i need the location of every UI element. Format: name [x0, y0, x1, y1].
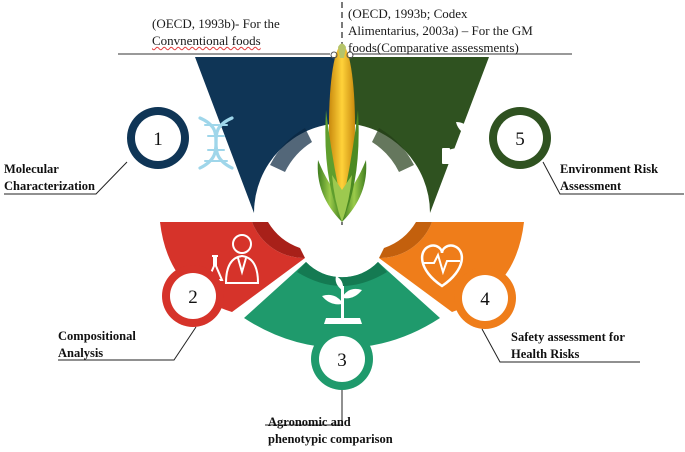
corn-cob-icon — [317, 43, 367, 222]
segment-2-shade — [252, 222, 305, 259]
leader-line-2 — [58, 326, 197, 361]
left-caption-line-1: (OECD, 1993b)- For the — [152, 16, 280, 31]
step-4-label: Safety assessment for Health Risks — [511, 329, 625, 363]
step-4-label-line-1: Safety assessment for — [511, 330, 625, 344]
segment-5 — [342, 57, 499, 213]
segment-3-shade — [297, 262, 387, 286]
segment-5-shade — [372, 128, 414, 172]
badge-4 — [454, 267, 516, 329]
step-4-label-line-2: Health Risks — [511, 347, 580, 361]
segment-1 — [195, 57, 342, 213]
segment-4-shade — [379, 222, 432, 259]
segment-5-shape — [342, 57, 489, 213]
step-2-label-line-2: Analysis — [58, 346, 104, 360]
right-caption: (OECD, 1993b; Codex Alimentarius, 2003a)… — [348, 5, 533, 56]
step-5-label-line-1: Environment Risk — [560, 162, 659, 176]
segment-1-shade — [270, 128, 312, 172]
segment-3 — [244, 262, 440, 348]
step-3-number: 3 — [337, 350, 347, 371]
badge-2 — [162, 265, 224, 327]
badge-1 — [127, 107, 189, 169]
right-caption-line-3: foods(Comparative assessments) — [348, 40, 519, 55]
step-1-label: Molecular Characterization — [4, 161, 95, 195]
right-caption-line-2: Alimentarius, 2003a) – For the GM — [348, 23, 533, 38]
leader-line-3 — [265, 390, 343, 426]
left-caption-line-2: Convnentional foods — [152, 33, 261, 48]
step-2-number: 2 — [188, 287, 198, 308]
badge-5 — [489, 107, 551, 169]
step-5-label-line-2: Assessment — [560, 179, 622, 193]
step-3-label: Agronomic and phenotypic comparison — [268, 414, 393, 448]
leader-line-5 — [542, 161, 684, 195]
right-caption-line-1: (OECD, 1993b; Codex — [348, 6, 468, 21]
step-3-label-line-2: phenotypic comparison — [268, 432, 393, 446]
step-4-number: 4 — [480, 289, 490, 310]
leader-line-1 — [4, 161, 128, 195]
step-2-label-line-1: Compositional — [58, 329, 136, 343]
step-1-label-line-1: Molecular — [4, 162, 59, 176]
step-5-number: 5 — [515, 129, 525, 150]
step-2-label: Compositional Analysis — [58, 328, 136, 362]
step-1-number: 1 — [153, 129, 163, 150]
leader-line-4 — [481, 328, 640, 363]
badge-3 — [311, 328, 373, 390]
dna-icon — [198, 116, 234, 170]
segment-1-shape — [195, 57, 342, 213]
step-3-label-line-1: Agronomic and — [268, 415, 351, 429]
heart-pulse-icon — [420, 244, 464, 288]
step-1-label-line-2: Characterization — [4, 179, 95, 193]
sprout-icon — [322, 276, 362, 324]
hand-plant-icon — [442, 122, 499, 164]
left-caption: (OECD, 1993b)- For the Convnentional foo… — [152, 15, 280, 49]
step-5-label: Environment Risk Assessment — [560, 161, 658, 195]
